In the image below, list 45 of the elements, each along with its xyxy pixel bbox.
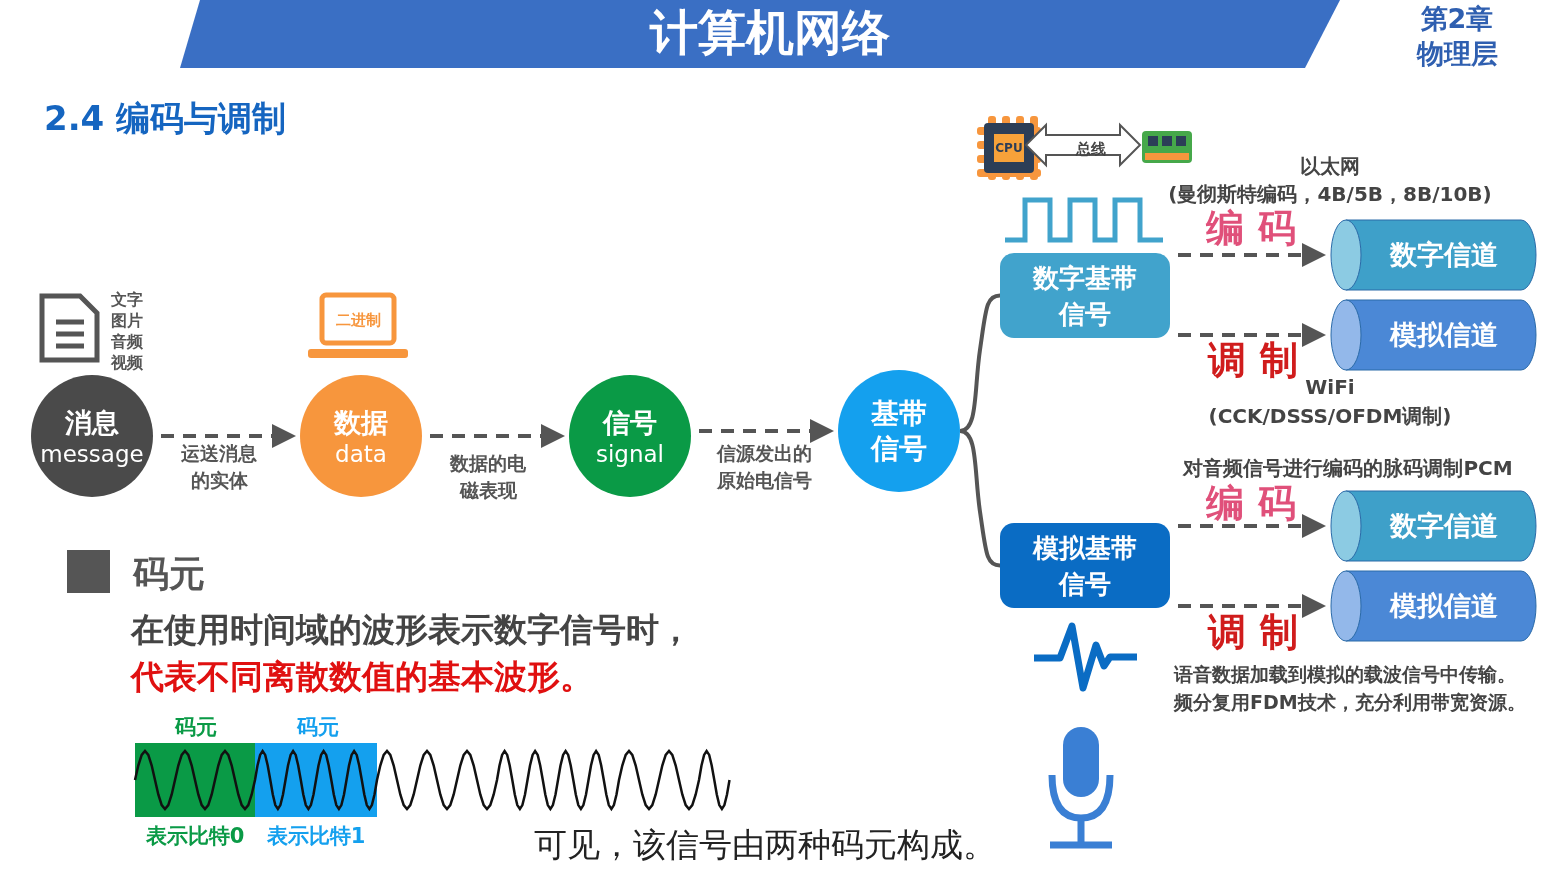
section-heading: 2.4 编码与调制 [44, 97, 287, 140]
arrow [1178, 514, 1326, 538]
arrow [1178, 243, 1326, 267]
arrow [161, 424, 296, 448]
arrow [699, 419, 834, 443]
media-type-label: 文字 [111, 290, 143, 311]
edge-label: 信源发出的原始电信号 [715, 441, 813, 493]
media-type-label: 图片 [111, 311, 143, 332]
subheading: 码元 [133, 552, 205, 596]
double-arrow [1024, 122, 1142, 168]
page-title: 计算机网络 [650, 3, 890, 62]
media-type-label: 视频 [111, 353, 143, 374]
process-box: 数字基带信号 [1000, 253, 1170, 338]
note-text: WiFi [1305, 375, 1355, 399]
arrow [430, 424, 565, 448]
wave-label: 表示比特1 [266, 823, 366, 850]
note-text: 对音频信号进行编码的脉码调制PCM [1183, 454, 1513, 482]
chapter-label: 第2章 [1420, 2, 1494, 36]
edge-label: 编码 [1205, 479, 1310, 527]
message-circle: 消息 message [31, 375, 153, 497]
process-box: 模拟基带信号 [1000, 523, 1170, 608]
edge-label: 运送消息的实体 [180, 441, 258, 493]
screen-label: 二进制 [335, 310, 381, 330]
edge-label: 数据的电磁表现 [449, 451, 527, 503]
body-text: 在使用时间域的波形表示数字信号时， [131, 609, 692, 651]
edge-label: 总线 [1076, 139, 1106, 159]
media-type-label: 音频 [111, 332, 143, 353]
body-text: 代表不同离散数值的基本波形。 [131, 656, 593, 698]
subtitle-text: 可见，该信号由两种码元构成。 [534, 823, 996, 866]
signal-circle: 信号 signal [569, 375, 691, 497]
note-text: 以太网 [1300, 152, 1360, 180]
chapter-label: 物理层 [1416, 37, 1498, 71]
note-text: (CCK/DSSS/OFDM调制) [1208, 402, 1452, 430]
baseband-circle: 基带信号 [838, 370, 960, 492]
wave-label: 码元 [297, 714, 339, 741]
wave-label: 表示比特0 [145, 823, 245, 850]
wave-label: 码元 [175, 714, 217, 741]
arrow [1178, 594, 1326, 618]
chip-label: CPU [994, 134, 1024, 162]
arrow [1178, 323, 1326, 347]
note-text: 频分复用FDM技术，充分利用带宽资源。 [1174, 690, 1526, 715]
edge-label: 调制 [1206, 608, 1312, 656]
data-circle: 数据 data [300, 375, 422, 497]
note-text: 语音数据加载到模拟的载波信号中传输。 [1174, 662, 1516, 687]
memory-module [1142, 131, 1192, 163]
